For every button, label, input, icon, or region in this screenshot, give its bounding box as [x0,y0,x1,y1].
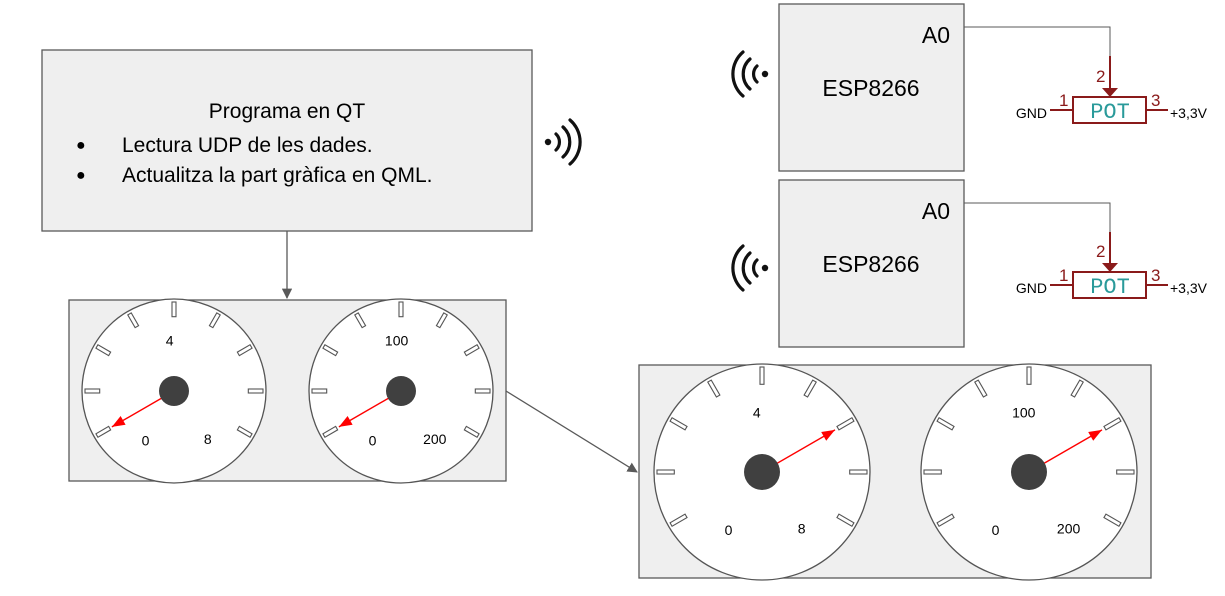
gauge-tick [974,379,988,398]
wifi-signal-icon [731,50,769,98]
potentiometer-2: POT 1 2 3 GND +3,3V [1016,232,1208,300]
gauge-tick [247,388,264,394]
esp-module-name: ESP8266 [822,75,919,101]
gauge-tick [95,344,112,357]
gauges-layer: 0 4 8 0 100 200 0 4 8 0 100 200 [81,298,1138,581]
a0-wire-2 [964,202,1111,232]
gauge-label: 0 [725,522,733,538]
gauge-tick [463,425,480,438]
gauge: 0 100 200 [308,298,494,484]
gauge-tick [1103,513,1122,527]
gauge-tick [236,425,253,438]
qt-program-bullet-2: Actualitza la part gràfica en QML. [122,164,432,187]
gauge-needle-head [1088,429,1102,441]
gauge: 0 4 8 [653,363,871,581]
gauge-tick [435,312,448,329]
gauge-label: 200 [1057,521,1081,537]
gauge: 0 4 8 [81,298,267,484]
gauge-tick [803,379,817,398]
arrow-panel-to-panel [505,390,638,473]
gauge-hub [1011,454,1047,490]
gauge-tick [836,513,855,527]
a0-wire-1 [964,26,1111,56]
pot-label: POT [1090,100,1130,125]
pot-net-gnd: GND [1016,280,1047,296]
gauge: 0 100 200 [920,363,1138,581]
gauge-label: 0 [369,432,377,448]
gauge-tick [322,425,339,438]
gauge-label: 0 [992,522,1000,538]
gauge-label: 200 [423,431,447,447]
gauge-tick [759,366,765,385]
gauge-tick [849,469,868,475]
gauge-tick [669,417,688,431]
esp-module-name: ESP8266 [822,251,919,277]
gauge-label: 8 [798,521,806,537]
pot-pin-3: 3 [1151,91,1160,110]
gauge-tick [95,425,112,438]
potentiometer-1: POT 1 2 3 GND +3,3V [1016,56,1208,125]
gauge-tick [236,344,253,357]
wifi-signal-icon [731,244,769,292]
esp-pin-label: A0 [922,198,950,224]
gauge-tick [1026,366,1032,385]
gauge-tick [208,312,221,329]
gauge-tick [354,312,367,329]
gauge-needle-head [821,429,835,441]
gauge-tick [669,513,688,527]
pot-label: POT [1090,275,1130,300]
esp-module-1: A0 ESP8266 [778,3,965,172]
qt-program-box: Programa en QT ● Lectura UDP de les dade… [41,49,533,232]
gauge-tick [936,417,955,431]
bullet-dot: ● [76,167,86,184]
gauge-hub [159,376,189,406]
gauge-tick [836,417,855,431]
gauge-tick [398,301,404,318]
wifi-signal-icon [544,118,582,166]
gauge-needle-head [338,416,353,427]
pot-net-gnd: GND [1016,105,1047,121]
pot-pin-1: 1 [1059,266,1068,285]
gauge-label: 8 [204,431,212,447]
gauge-needle-head [111,416,126,427]
gauge-tick [311,388,328,394]
bullet-dot: ● [76,137,86,154]
gauge-tick [1103,417,1122,431]
pot-pin-2: 2 [1096,67,1105,86]
gauge-tick [707,379,721,398]
pot-pin-1: 1 [1059,91,1068,110]
gauge-tick [656,469,675,475]
qt-program-title: Programa en QT [209,100,366,123]
pot-net-vcc: +3,3V [1170,280,1208,296]
gauge-hub [744,454,780,490]
gauge-tick [463,344,480,357]
esp-pin-label: A0 [922,22,950,48]
gauge-tick [84,388,101,394]
gauge-label: 4 [753,405,761,421]
gauge-tick [1116,469,1135,475]
gauge-tick [936,513,955,527]
gauge-label: 0 [142,432,150,448]
gauge-label: 100 [1012,405,1036,421]
pot-pin-3: 3 [1151,266,1160,285]
gauge-tick [322,344,339,357]
esp-module-2: A0 ESP8266 [778,179,965,348]
gauge-tick [127,312,140,329]
gauge-tick [923,469,942,475]
pot-net-vcc: +3,3V [1170,105,1208,121]
qt-program-bullet-1: Lectura UDP de les dades. [122,134,373,157]
gauge-tick [474,388,491,394]
gauge-label: 100 [385,333,409,349]
gauge-label: 4 [166,333,174,349]
gauge-tick [1070,379,1084,398]
gauge-tick [171,301,177,318]
gauge-hub [386,376,416,406]
pot-pin-2: 2 [1096,242,1105,261]
